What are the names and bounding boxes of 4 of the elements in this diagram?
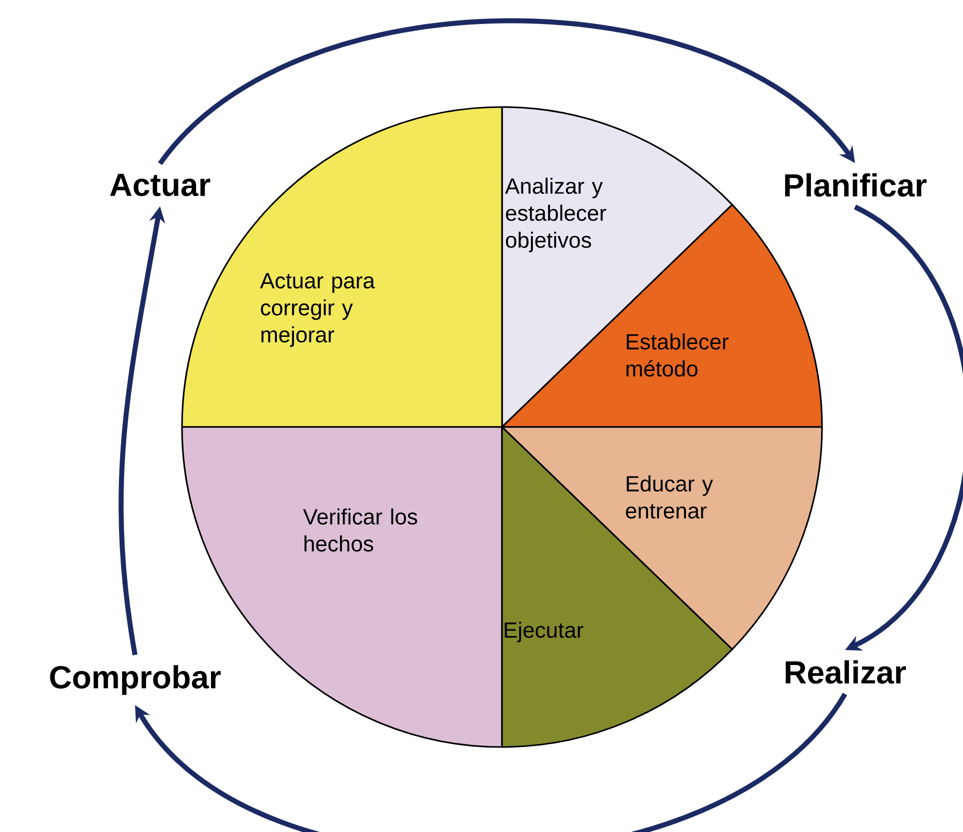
stage-label: Realizar — [786, 660, 906, 684]
stage-label: Planificar — [785, 173, 927, 197]
cycle-arrow — [135, 692, 847, 832]
cycle-arrow — [158, 18, 855, 166]
